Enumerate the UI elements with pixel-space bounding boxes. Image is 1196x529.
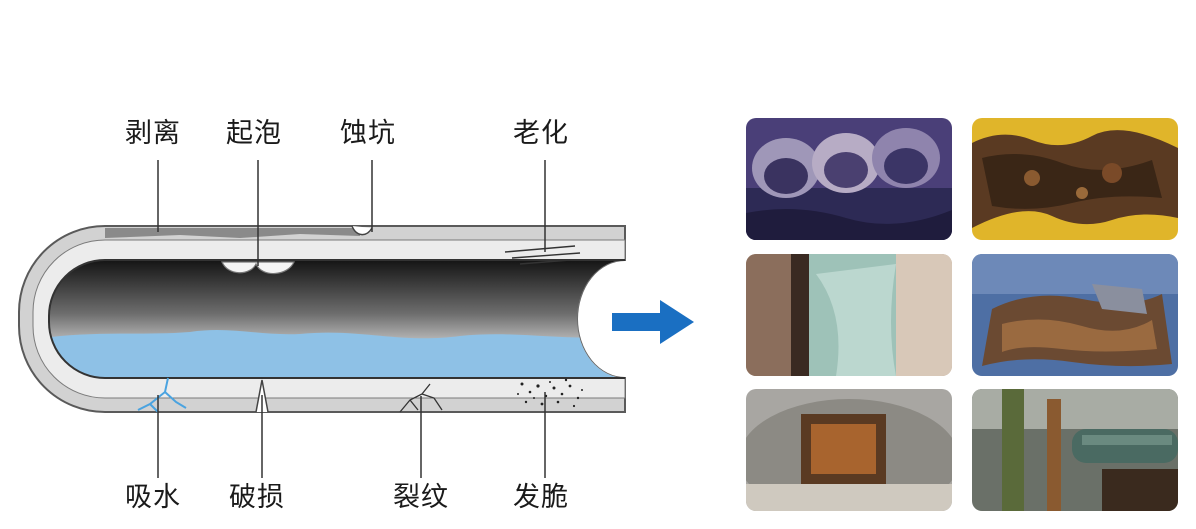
label-blistering: 起泡	[226, 118, 282, 149]
label-peeling: 剥离	[125, 118, 181, 149]
photo-damaged-pipe	[746, 389, 952, 511]
label-damage: 破损	[229, 482, 285, 513]
embrittlement-speckles	[517, 378, 583, 408]
label-pitting: 蚀坑	[340, 118, 396, 149]
water-layer	[49, 330, 625, 378]
photo-rusted-plate	[972, 254, 1178, 376]
photo-rust-scale	[972, 118, 1178, 240]
photo-weathered-wall	[746, 254, 952, 376]
blister	[221, 261, 295, 275]
photo-corroded-pipes	[746, 118, 952, 240]
label-aging: 老化	[513, 118, 569, 149]
crack-lines	[399, 383, 443, 413]
aging-streaks	[504, 245, 581, 265]
photo-corroded-pipework	[972, 389, 1178, 511]
leader-lines	[157, 160, 546, 478]
label-cracking: 裂纹	[393, 482, 449, 513]
arrow-icon	[612, 300, 694, 344]
label-water-absorption: 吸水	[125, 482, 181, 513]
peeling-area	[105, 228, 360, 238]
pit	[351, 225, 373, 236]
label-embrittlement: 发脆	[513, 482, 569, 513]
